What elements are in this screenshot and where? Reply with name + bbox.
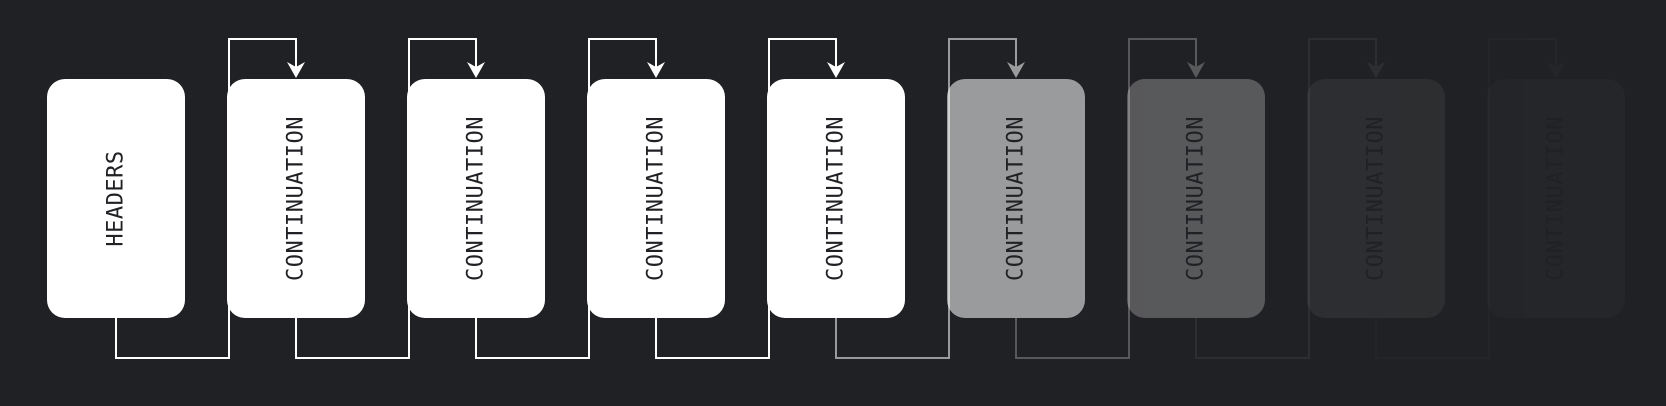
frame-rect <box>47 79 185 318</box>
arrowhead-icon <box>827 62 845 78</box>
frame-rect <box>407 79 545 318</box>
frame-label: CONTINUATION <box>644 116 669 281</box>
connector-arrow-6 <box>1195 38 1385 359</box>
arrowhead-icon <box>1187 62 1205 78</box>
frame-box-2: CONTINUATION <box>407 79 545 318</box>
frame-rect <box>767 79 905 318</box>
frame-box-1: CONTINUATION <box>227 79 365 318</box>
frame-box-5: CONTINUATION <box>947 79 1085 318</box>
frame-rect <box>227 79 365 318</box>
connector-arrow-5 <box>1015 38 1205 359</box>
connector-line <box>1195 38 1377 359</box>
frame-box-3: CONTINUATION <box>587 79 725 318</box>
frame-label: CONTINUATION <box>464 116 489 281</box>
frame-layer: HEADERS CONTINUATION CONTINUATION CONTINUAT… <box>47 79 1625 318</box>
arrowhead-icon <box>647 62 665 78</box>
frame-label: CONTINUATION <box>1184 116 1209 281</box>
frame-box-6: CONTINUATION <box>1127 79 1265 318</box>
arrowhead-icon <box>1367 62 1385 78</box>
frame-label: CONTINUATION <box>1544 116 1569 281</box>
frame-box-0: HEADERS <box>47 79 185 318</box>
frame-rect <box>947 79 1085 318</box>
frame-label: HEADERS <box>104 150 129 246</box>
frame-box-8: CONTINUATION <box>1487 79 1625 318</box>
connector-line <box>1015 38 1197 359</box>
arrowhead-icon <box>467 62 485 78</box>
frame-rect <box>1127 79 1265 318</box>
arrowhead-icon <box>287 62 305 78</box>
frame-box-7: CONTINUATION <box>1307 79 1445 318</box>
frame-label: CONTINUATION <box>284 116 309 281</box>
frame-rect <box>587 79 725 318</box>
frame-label: CONTINUATION <box>824 116 849 281</box>
frame-label: CONTINUATION <box>1364 116 1389 281</box>
frame-box-4: CONTINUATION <box>767 79 905 318</box>
frame-label: CONTINUATION <box>1004 116 1029 281</box>
frame-rect <box>1307 79 1445 318</box>
arrowhead-icon <box>1007 62 1025 78</box>
